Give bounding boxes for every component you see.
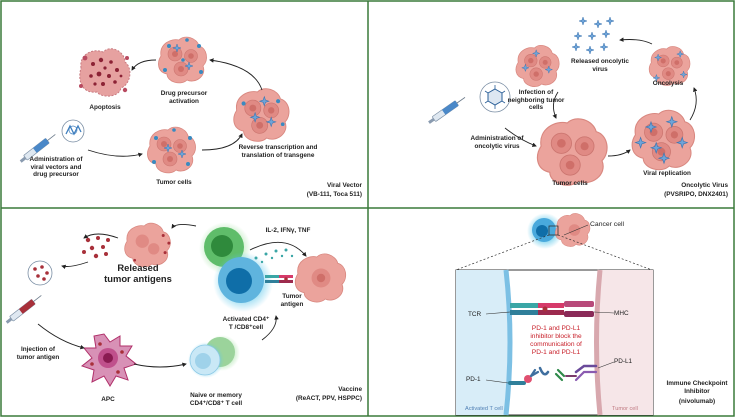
label-drug-activation: Drug precursor activation (160, 90, 208, 105)
label-ov-tumor-cells: Tumor cells (552, 180, 588, 187)
label-ov-administration: Administration of oncolytic virus (470, 135, 524, 150)
label-vv-tumor-cells: Tumor cells (156, 179, 192, 186)
label-mhc: MHC (614, 310, 629, 317)
tcr-mhc-complex (485, 301, 615, 317)
cytokine-dots (254, 248, 294, 264)
label-apoptosis: Apoptosis (89, 104, 121, 111)
label-apc: APC (101, 396, 115, 403)
label-activated-t-cell: Activated T cell (465, 406, 503, 412)
label-cancer-cell: Cancer cell (590, 221, 624, 228)
checkpoint-examples: (nivolumab) (678, 398, 716, 405)
pd1-pdl1 (485, 361, 615, 385)
inhibitor-annotation: PD-1 and PD-L1 inhibitor block the commu… (530, 325, 582, 356)
vaccine-panel (5, 222, 347, 387)
checkpoint-panel (455, 213, 654, 416)
tcr-mhc-small (265, 275, 293, 283)
vv-examples: (VB-111, Toca 511) (306, 191, 362, 198)
label-tumor-cell: Tumor cell (612, 406, 638, 412)
label-oncolysis: Oncolysis (652, 80, 684, 87)
label-pdl1: PD-L1 (614, 358, 633, 365)
ov-examples: (PVSRIPO, DNX2401) (664, 191, 728, 198)
label-reverse-transcription: Reverse transcription and translation of… (238, 144, 318, 159)
antigen-dots (82, 236, 110, 259)
label-tcr: TCR (468, 311, 482, 318)
label-vv-administration: Administration of viral vectors and drug… (29, 156, 83, 179)
viral-vector-panel (19, 36, 290, 174)
oncolytic-virus-panel (428, 16, 698, 186)
label-released-virus: Released oncolytic virus (571, 58, 629, 73)
vv-title: Viral Vector (326, 182, 362, 189)
vaccine-examples: (ReACT, PPV, HSPPC) (295, 395, 362, 402)
label-cytokines: IL-2, IFNγ, TNF (265, 227, 311, 234)
label-pd1: PD-1 (466, 376, 481, 383)
label-infection: Infection of neighboring tumor cells (507, 89, 565, 112)
label-activated-cell: Activated CD4⁺ T /CD8⁺cell (222, 316, 270, 331)
label-viral-replication: Viral replication (643, 170, 691, 177)
released-virus-stars (571, 16, 615, 55)
label-released-antigens: Released tumor antigens (104, 262, 172, 284)
ov-title: Oncolytic Virus (681, 182, 728, 189)
label-naive-cell: Naive or memory CD4⁺/CD8⁺ T cell (189, 392, 243, 407)
label-injection: Injection of tumor antigen (16, 346, 60, 361)
vaccine-title: Vaccine (338, 386, 362, 393)
checkpoint-title: Immune Checkpoint Inhibitor (666, 380, 728, 395)
label-tumor-antigen: Tumor antigen (280, 293, 304, 308)
